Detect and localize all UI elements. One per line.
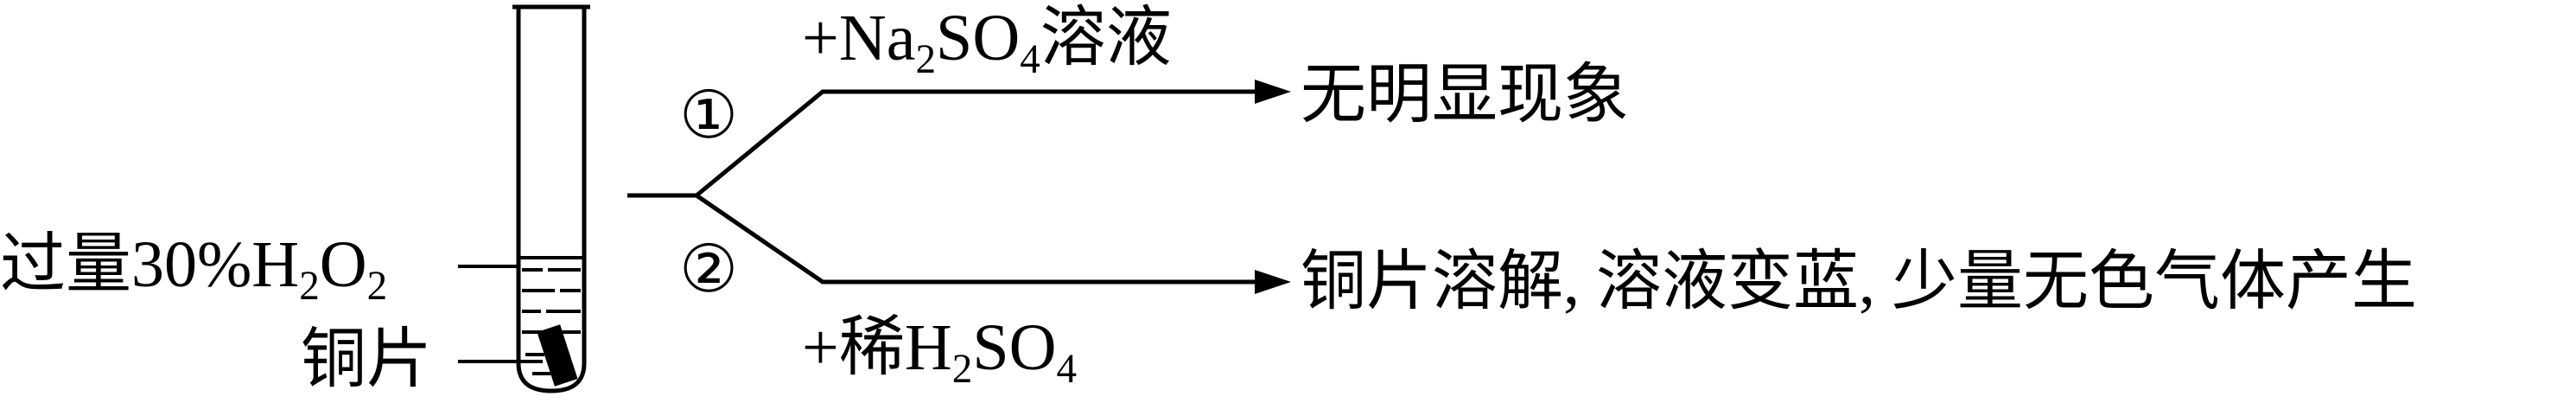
branch-1-reagent: +Na2SO4溶液 bbox=[802, 2, 1172, 83]
branch-2-observation: 铜片溶解, 溶液变蓝, 少量无色气体产生 bbox=[1301, 246, 2417, 318]
copper-piece bbox=[537, 324, 578, 387]
branch-2-reagent: +稀H2SO4 bbox=[802, 311, 1078, 393]
test-tube-body bbox=[516, 7, 587, 393]
test-tube bbox=[512, 4, 590, 393]
branch-1-arrowhead bbox=[1255, 80, 1291, 104]
reaction-branches bbox=[627, 87, 1278, 286]
solid-label: 铜片 bbox=[301, 323, 432, 396]
reagent-label: 过量30%H2O2 bbox=[0, 228, 388, 310]
branch-1-number: ① bbox=[679, 80, 739, 152]
branch-2-number: ② bbox=[679, 233, 739, 306]
branch-1-observation: 无明显现象 bbox=[1301, 59, 1629, 131]
branch-2-arrow bbox=[695, 193, 1278, 286]
branch-2-arrowhead bbox=[1255, 270, 1291, 294]
branch-1-arrow bbox=[695, 87, 1278, 197]
